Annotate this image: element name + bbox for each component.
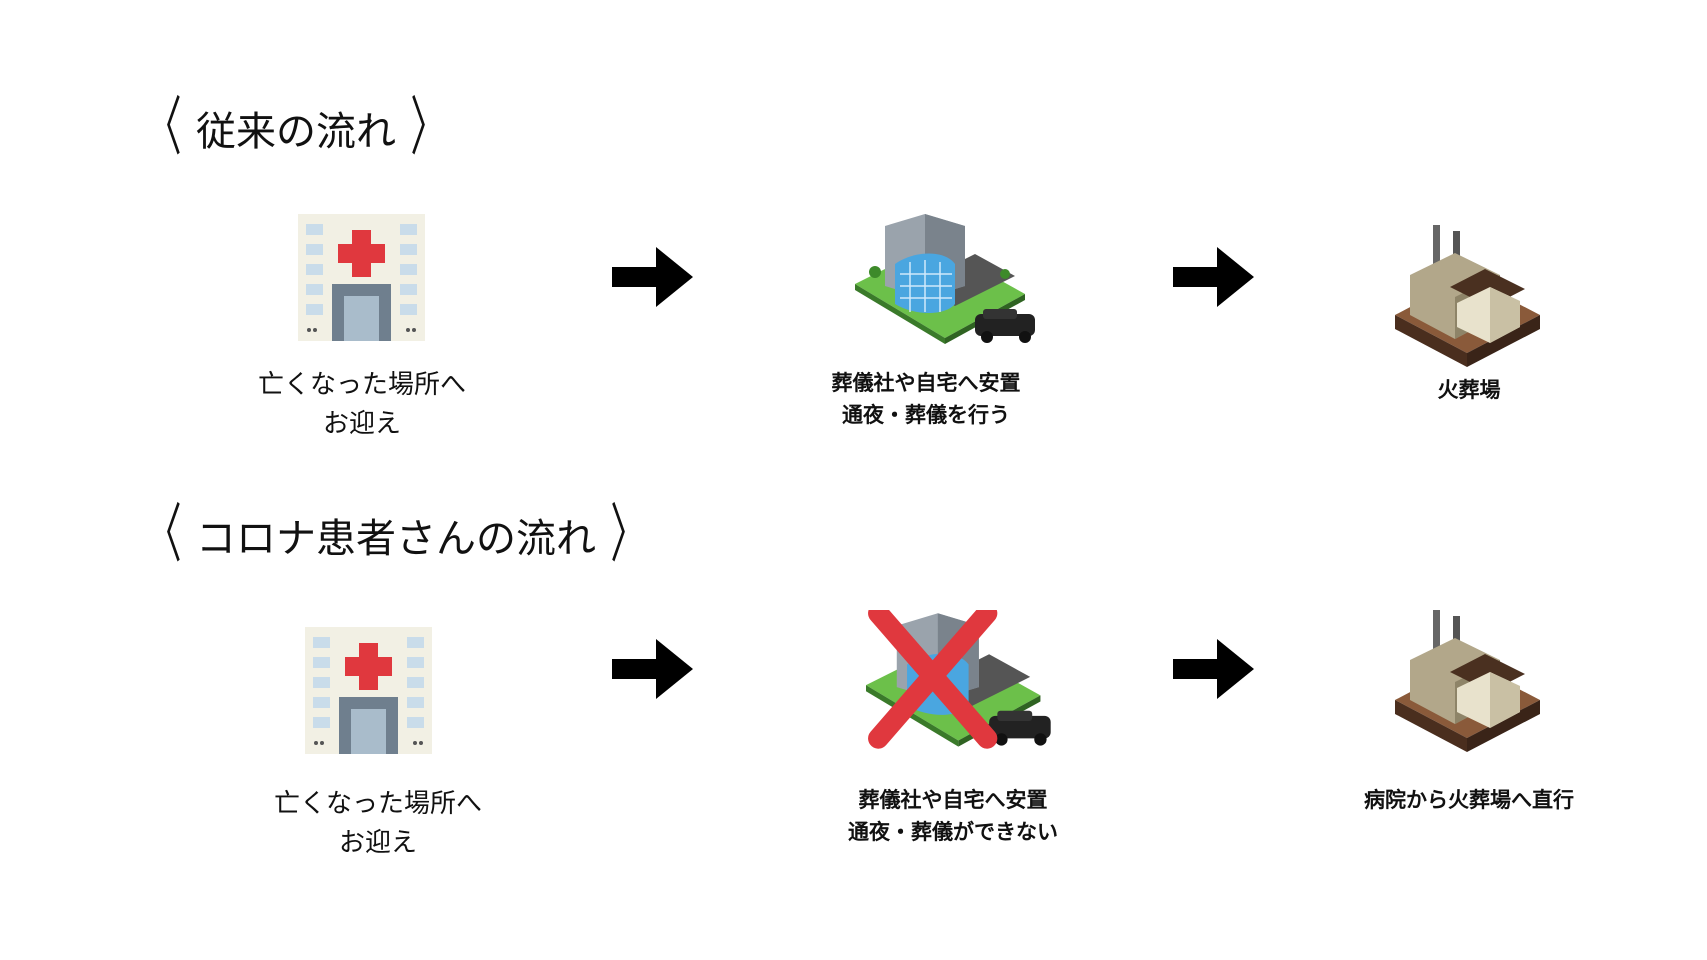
- hospital-icon: [305, 627, 432, 754]
- step-label-direct-cremation: 病院から火葬場へ直行: [1364, 785, 1574, 817]
- label-line: 亡くなった場所へ: [273, 789, 483, 819]
- label-line: お迎え: [322, 409, 402, 439]
- close-bracket: 〉: [410, 91, 446, 165]
- arrow-right-icon: [1173, 639, 1254, 699]
- open-bracket: 〈: [146, 91, 182, 165]
- label-line: 葬儀社や自宅へ安置: [858, 788, 1048, 812]
- step-label-funeral-unavailable: 葬儀社や自宅へ安置 通夜・葬儀ができない: [848, 785, 1058, 848]
- step-label-crematorium: 火葬場: [1438, 375, 1501, 407]
- arrow-right-icon: [1173, 247, 1254, 307]
- close-bracket: 〉: [610, 498, 646, 572]
- funeral-hall-crossed-icon: [866, 610, 1063, 754]
- cross-mark-icon: [868, 610, 998, 749]
- crematorium-icon: [1395, 610, 1540, 752]
- open-bracket: 〈: [146, 498, 182, 572]
- funeral-hall-icon: [855, 214, 1047, 348]
- arrow-right-icon: [612, 639, 693, 699]
- label-line: 火葬場: [1437, 378, 1501, 402]
- label-line: お迎え: [338, 828, 418, 858]
- hospital-icon: [298, 214, 425, 341]
- step-label-pickup: 亡くなった場所へ お迎え: [274, 785, 482, 863]
- section-title-corona: 〈 コロナ患者さんの流れ 〉: [132, 503, 660, 567]
- label-line: 通夜・葬儀ができない: [848, 819, 1058, 844]
- section-title-text: 従来の流れ: [196, 109, 396, 155]
- label-line: 病院から火葬場へ直行: [1364, 788, 1574, 812]
- section-title-traditional: 〈 従来の流れ 〉: [132, 96, 460, 160]
- label-line: 通夜・葬儀を行う: [842, 402, 1010, 427]
- arrow-right-icon: [612, 247, 693, 307]
- step-label-funeral: 葬儀社や自宅へ安置 通夜・葬儀を行う: [832, 368, 1021, 431]
- crematorium-icon: [1395, 225, 1540, 367]
- section-title-text: コロナ患者さんの流れ: [196, 516, 596, 562]
- step-label-pickup: 亡くなった場所へ お迎え: [258, 366, 466, 444]
- label-line: 葬儀社や自宅へ安置: [831, 371, 1021, 395]
- label-line: 亡くなった場所へ: [257, 370, 467, 400]
